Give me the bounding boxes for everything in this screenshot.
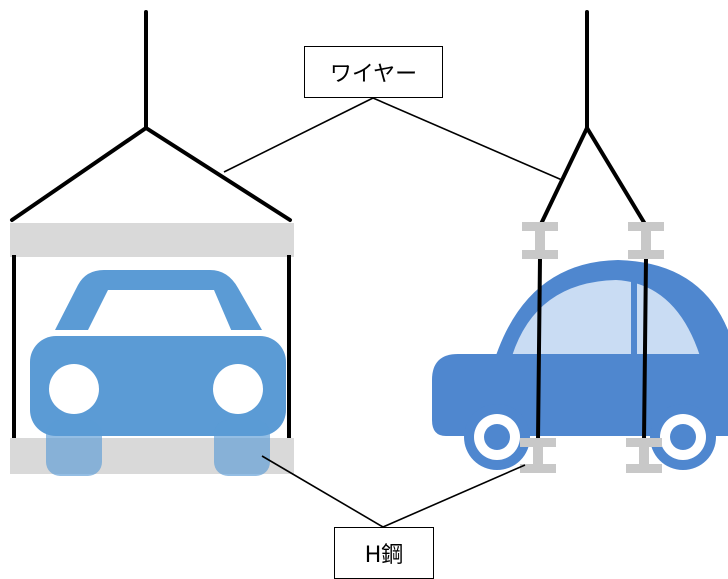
h-beam-clamp-top-right (628, 222, 664, 259)
callout-leaders (223, 97, 563, 528)
front-view-car (30, 270, 286, 436)
front-car-tire-left (46, 420, 102, 476)
left-wire-rig (10, 10, 292, 222)
h-beam-clamps (520, 222, 664, 473)
front-car-windshield (80, 290, 238, 346)
front-car-headlight-left (49, 364, 99, 414)
right-wire-rig (536, 10, 648, 442)
front-car-headlight-right (213, 364, 263, 414)
left-vertical-wires (12, 255, 291, 438)
h-beam-label: H鋼 (334, 527, 434, 579)
side-view-car (432, 260, 728, 470)
front-car-tires (46, 420, 270, 476)
right-vertical-wire-right (642, 256, 648, 442)
h-beam-clamp-top-left (522, 222, 558, 259)
left-sling-wire-right (144, 126, 292, 222)
wire-leader-left (223, 97, 374, 173)
left-top-spreader-bar (10, 223, 294, 257)
h-beam-leader-right (382, 464, 526, 528)
left-sling-wire-left (10, 126, 148, 222)
h-beam-leader-left (261, 455, 384, 528)
front-car-tire-right (214, 420, 270, 476)
wire-leader-right (372, 97, 563, 181)
side-car-window (512, 280, 700, 356)
wire-label: ワイヤー (304, 46, 443, 98)
h-beam-clamp-bottom-right (626, 438, 662, 473)
right-sling-wire-right (585, 126, 647, 226)
right-sling-wire-left (539, 126, 589, 226)
side-car-wheel-rear-hub (670, 424, 696, 450)
side-car-wheel-front-hub (484, 424, 510, 450)
front-car-body (30, 336, 286, 436)
right-vertical-wire-left (536, 256, 542, 442)
h-beam-clamp-bottom-left (520, 438, 556, 473)
